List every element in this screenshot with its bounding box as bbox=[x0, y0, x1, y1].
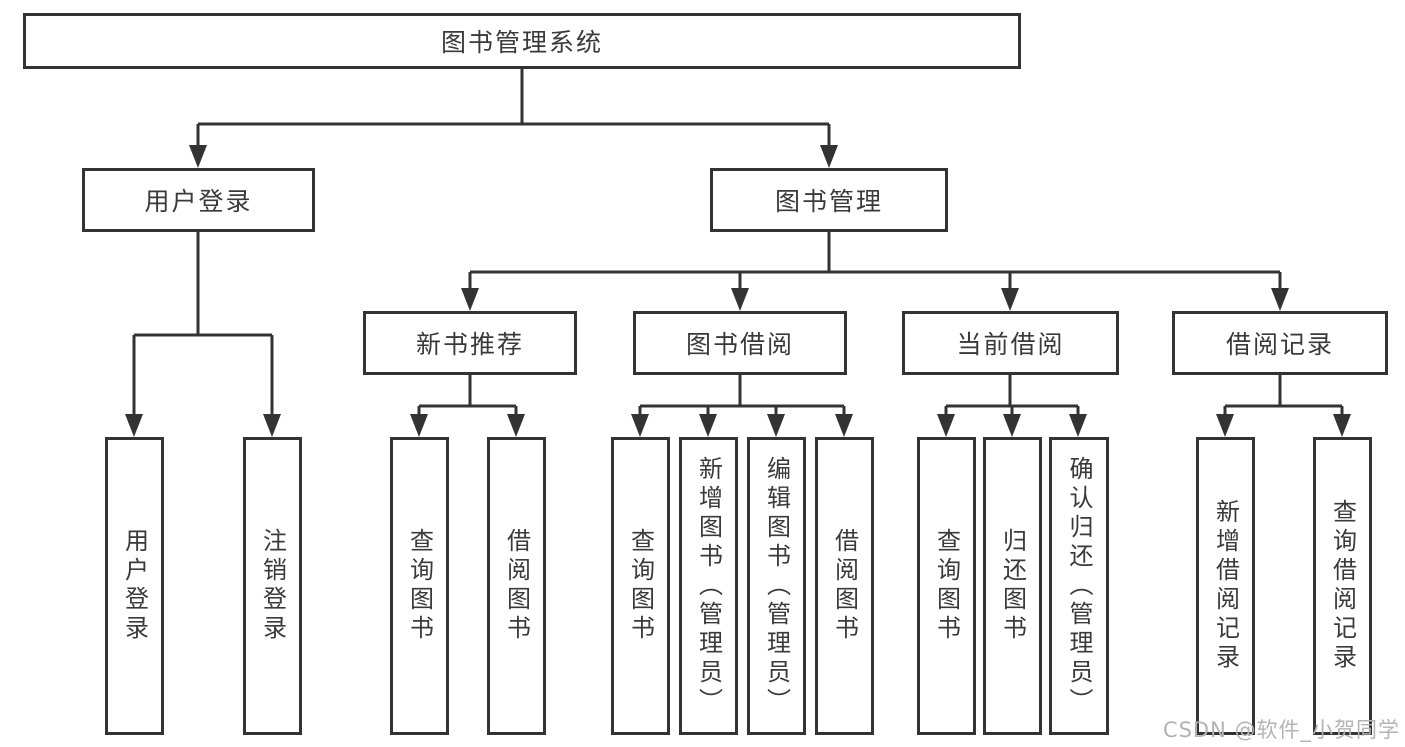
node-book-borrow-label: 图书借阅 bbox=[685, 330, 794, 359]
leaf-return-book: 归还图书 bbox=[983, 437, 1042, 735]
leaf-query-books-1: 查询图书 bbox=[390, 437, 449, 735]
leaf-return-book-label: 归还图书 bbox=[998, 528, 1027, 644]
node-user-login-label: 用户登录 bbox=[144, 187, 253, 216]
leaf-edit-book-admin-label: 编辑图书（管理员） bbox=[762, 455, 791, 717]
leaf-add-book-admin: 新增图书（管理员） bbox=[679, 437, 738, 735]
leaf-query-borrow-record-label: 查询借阅记录 bbox=[1328, 499, 1357, 673]
node-user-login: 用户登录 bbox=[82, 168, 315, 232]
leaf-confirm-return-admin-label: 确认归还（管理员） bbox=[1065, 455, 1093, 717]
leaf-query-books-2: 查询图书 bbox=[611, 437, 670, 735]
edge-root-to-level2 bbox=[196, 69, 831, 148]
leaf-query-books-3: 查询图书 bbox=[917, 437, 976, 735]
leaf-edit-book-admin: 编辑图书（管理员） bbox=[747, 437, 806, 735]
leaf-user-login: 用户登录 bbox=[105, 437, 164, 735]
leaf-logout: 注销登录 bbox=[243, 437, 302, 735]
node-current-borrow: 当前借阅 bbox=[902, 311, 1119, 375]
leaf-logout-label: 注销登录 bbox=[258, 528, 287, 644]
edge-current-borrow-children bbox=[944, 375, 1080, 418]
arrowheads bbox=[125, 145, 1351, 437]
edge-new-book-children bbox=[417, 375, 518, 418]
node-root: 图书管理系统 bbox=[23, 13, 1021, 69]
leaf-borrow-books-2-label: 借阅图书 bbox=[830, 528, 859, 644]
node-book-management: 图书管理 bbox=[710, 168, 948, 232]
node-root-label: 图书管理系统 bbox=[440, 28, 603, 57]
leaf-borrow-books-1: 借阅图书 bbox=[487, 437, 546, 735]
leaf-query-books-3-label: 查询图书 bbox=[932, 528, 961, 644]
node-current-borrow-label: 当前借阅 bbox=[956, 330, 1065, 359]
node-new-book-recommend: 新书推荐 bbox=[363, 311, 577, 375]
node-new-book-recommend-label: 新书推荐 bbox=[415, 330, 524, 359]
leaf-query-books-2-label: 查询图书 bbox=[626, 528, 655, 644]
edge-user-login-children bbox=[132, 232, 274, 418]
leaf-query-books-1-label: 查询图书 bbox=[405, 528, 434, 644]
node-borrow-records: 借阅记录 bbox=[1172, 311, 1388, 375]
leaf-add-book-admin-label: 新增图书（管理员） bbox=[694, 455, 723, 717]
node-book-borrow: 图书借阅 bbox=[633, 311, 847, 375]
node-book-management-label: 图书管理 bbox=[774, 187, 883, 216]
leaf-borrow-books-2: 借阅图书 bbox=[815, 437, 874, 735]
leaf-add-borrow-record-label: 新增借阅记录 bbox=[1211, 499, 1240, 673]
leaf-add-borrow-record: 新增借阅记录 bbox=[1196, 437, 1255, 735]
edge-book-borrow-children bbox=[638, 375, 846, 418]
edge-borrow-record-children bbox=[1223, 375, 1344, 418]
csdn-watermark: CSDN @软件_小贺同学 bbox=[1162, 718, 1400, 742]
node-borrow-records-label: 借阅记录 bbox=[1225, 330, 1334, 359]
leaf-query-borrow-record: 查询借阅记录 bbox=[1313, 437, 1372, 735]
leaf-confirm-return-admin: 确认归还（管理员） bbox=[1049, 437, 1109, 735]
edge-book-mgmt-children bbox=[468, 232, 1282, 292]
leaf-borrow-books-1-label: 借阅图书 bbox=[502, 528, 531, 644]
leaf-user-login-label: 用户登录 bbox=[120, 528, 149, 644]
